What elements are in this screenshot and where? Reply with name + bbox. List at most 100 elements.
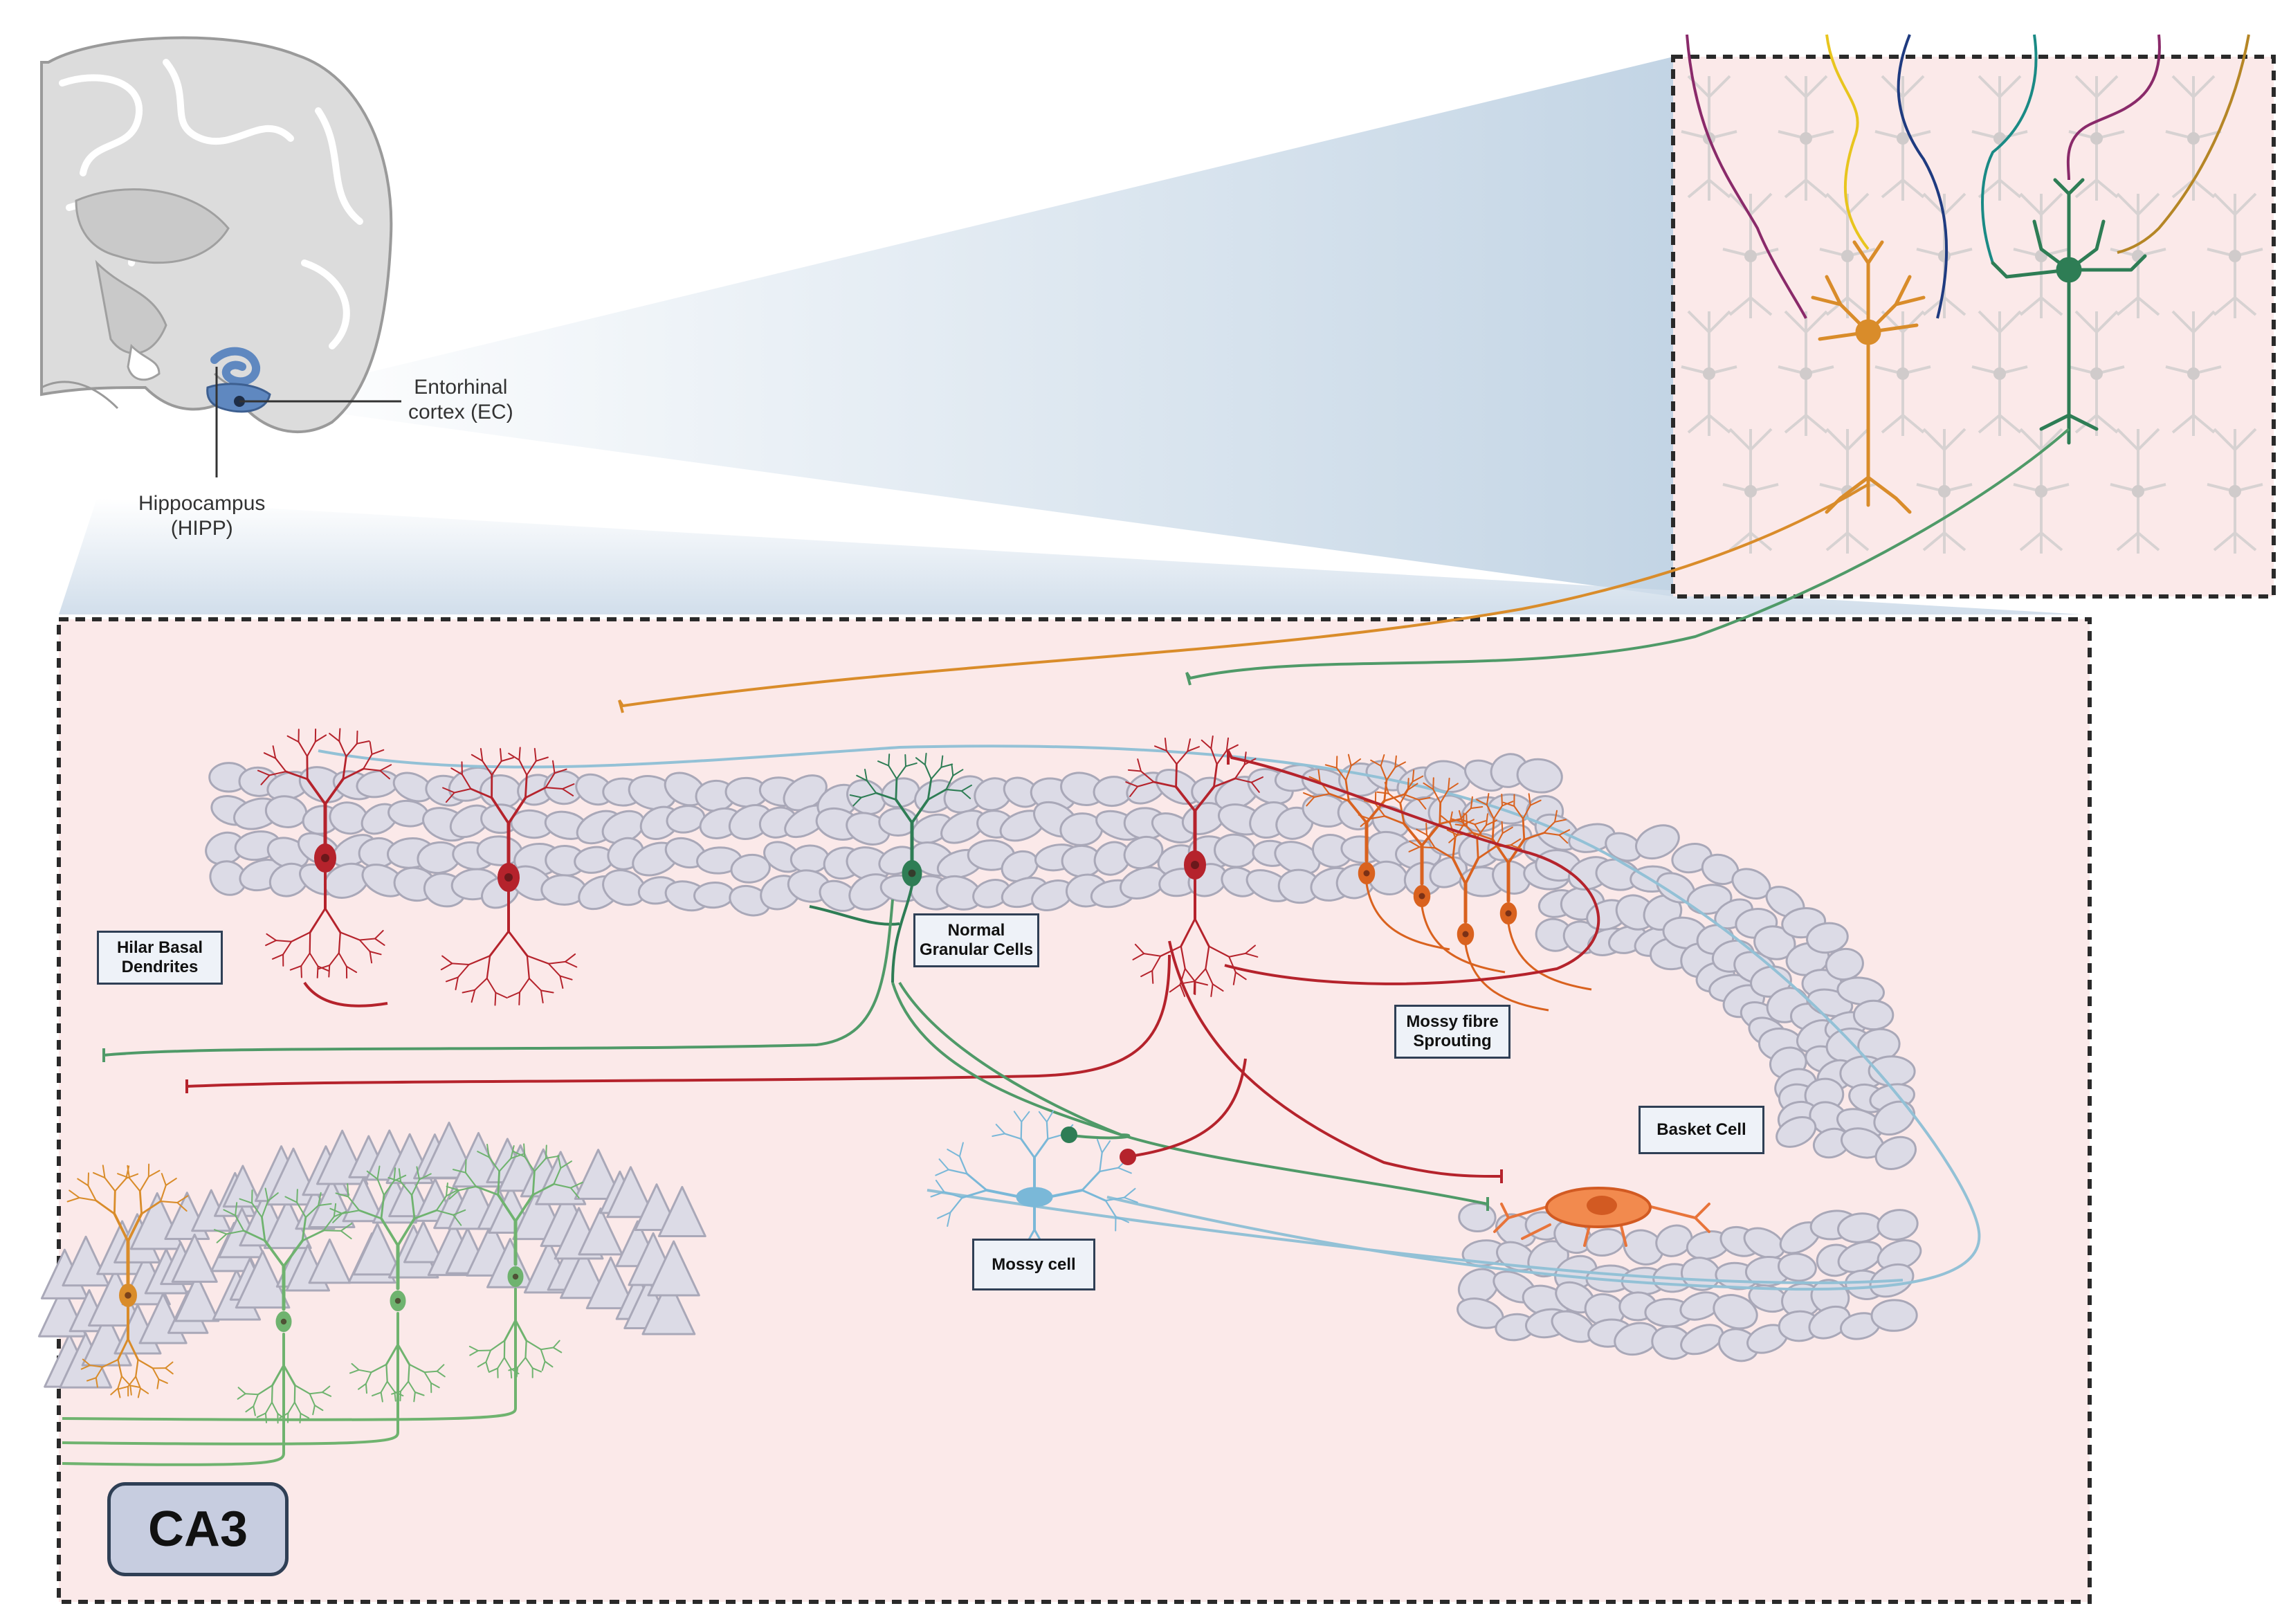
ca3-orange-neuron-basal-dendrite xyxy=(117,1338,129,1361)
faint-neuron-soma xyxy=(2229,250,2241,262)
hilar-neuron-dendrite xyxy=(1210,735,1214,749)
hilar-neuron-dendrite xyxy=(1201,739,1212,749)
hilar-neuron-basal-dendrite xyxy=(1205,968,1214,985)
granular-neuron-dendrite xyxy=(895,778,898,801)
sprouting-neuron-dendrite xyxy=(1412,775,1424,783)
hippocampus-label-line1: Hippocampus xyxy=(138,492,266,515)
granular-neuron-dendrite xyxy=(860,792,877,799)
ca3-green-neuron-basal-dendrite xyxy=(365,1383,367,1394)
mossy-cell-dendrite xyxy=(947,1169,968,1175)
mossy-cell-dendrite xyxy=(1123,1187,1136,1198)
hilar-neuron-basal-dendrite xyxy=(358,939,371,953)
sprouting-neuron-dendrite xyxy=(1407,783,1418,791)
ca3-orange-neuron-dendrite xyxy=(138,1189,143,1215)
sprouting-neuron-dendrite xyxy=(1454,823,1468,827)
hilar-neuron-dendrite xyxy=(1125,781,1139,787)
hilar-neuron-basal-dendrite xyxy=(1194,968,1207,983)
sprouting-neuron-dendrite xyxy=(1370,759,1382,767)
ca3-green-neuron-dendrite xyxy=(376,1178,385,1196)
granular-neuron-dendrite xyxy=(895,765,907,780)
granular-neuron-dendrite xyxy=(930,766,942,780)
sprouting-neuron-dendrite xyxy=(1324,764,1338,769)
hilar-neuron-dendrite xyxy=(445,792,455,803)
hilar-neuron-dendrite xyxy=(1164,738,1167,751)
sprouting-neuron-dendrite xyxy=(1306,796,1315,807)
ca3-green-neuron-basal-dendrite xyxy=(524,1340,527,1359)
granule-cell xyxy=(1458,1202,1497,1233)
faint-neuron-soma xyxy=(1993,367,2006,380)
hilar-neuron-dendrite xyxy=(562,788,574,796)
ca3-green-neuron-dendrite xyxy=(411,1178,421,1196)
hilar-neuron-dendrite xyxy=(545,772,556,789)
hilar-neuron-dendrite xyxy=(524,774,528,799)
hilar-neuron-dendrite xyxy=(1140,770,1155,783)
hilar-neuron-basal-dendrite xyxy=(345,965,358,974)
ca3-cell-layer xyxy=(37,1122,706,1389)
ca3-orange-neuron-basal-dendrite xyxy=(102,1358,119,1368)
ca3-green-neuron-dendrite xyxy=(387,1177,402,1183)
sprouting-neuron-dendrite xyxy=(1470,796,1473,810)
mossy-cell-dendrite xyxy=(930,1191,945,1198)
granular-neuron-dendrite xyxy=(888,754,891,767)
hilar-neuron-basal-dendrite xyxy=(329,952,340,967)
hilar-neuron-dendrite xyxy=(442,787,455,794)
mossy-cell-dendrite xyxy=(1021,1111,1030,1123)
ca3-green-neuron-dendrite xyxy=(497,1170,501,1196)
granule-cell xyxy=(1808,1305,1851,1340)
hilar-neuron-nucleus xyxy=(504,873,513,882)
hilar-neuron-dendrite xyxy=(1187,746,1200,752)
hilar-neuron-dendrite xyxy=(562,783,575,790)
ca3-green-neuron-basal-dendrite xyxy=(436,1364,445,1372)
hilar-neuron-basal-dendrite xyxy=(275,940,293,942)
hilar-neuron-dendrite xyxy=(1194,785,1216,812)
ca3-green-neuron-basal-dendrite xyxy=(503,1319,517,1342)
ca3-green-neuron-dendrite xyxy=(251,1202,263,1219)
hilar-neuron-dendrite xyxy=(450,767,463,776)
sprouting-neuron-dendrite xyxy=(1421,822,1441,847)
hilar-neuron-basal-dendrite xyxy=(1205,945,1210,970)
ca3-green-neuron-dendrite xyxy=(347,1196,360,1212)
ca3-orange-neuron-basal-dendrite xyxy=(129,1385,132,1396)
hilar-neuron-dendrite xyxy=(1137,781,1155,787)
mossy-cell-dendrite xyxy=(937,1212,951,1219)
ca3-green-neuron-basal-dendrite xyxy=(540,1347,554,1351)
inset-orange-projection-axon xyxy=(618,483,1870,713)
hilar-neuron-basal-dendrite xyxy=(486,955,491,980)
granule-cell xyxy=(1873,1100,1915,1136)
granular-neuron-dendrite xyxy=(904,754,906,767)
hilar-neuron-basal-dendrite xyxy=(324,907,342,933)
ca3-pyramidal-cell-body xyxy=(174,1274,220,1322)
hilar-neuron-dendrite xyxy=(508,752,520,761)
sprouting-neuron-dendrite xyxy=(1399,789,1409,804)
ca3-pyramidal-cell-body xyxy=(647,1240,700,1297)
ca3-green-neuron-basal-dendrite xyxy=(497,1357,505,1369)
dentate-gyrus-cell-layer xyxy=(205,753,1922,1362)
ca3-green-neuron-dendrite xyxy=(531,1183,555,1196)
ca3-green-neuron-dendrite xyxy=(498,1158,512,1172)
faint-neuron-branches xyxy=(1916,192,1973,316)
mossy-cell-dendrite xyxy=(1020,1138,1036,1159)
hilar-neuron-dendrite xyxy=(453,787,472,794)
sprouting-neuron-dendrite xyxy=(1448,834,1459,843)
hilar-neuron-basal-dendrite xyxy=(1140,969,1153,978)
ca3-green-neuron-basal-dendrite xyxy=(312,1405,316,1416)
granular-neuron-dendrite xyxy=(924,752,927,766)
ca3-green-neuron-dendrite xyxy=(261,1200,269,1219)
ca3-green-neuron-basal-dendrite xyxy=(400,1380,410,1392)
hilar-neuron-dendrite xyxy=(306,740,316,758)
granular-label-line1: Normal xyxy=(947,921,1005,940)
ca3-green-neuron-basal-dendrite xyxy=(245,1405,255,1413)
ca3-green-neuron-basal-dendrite xyxy=(300,1412,310,1419)
granule-cell xyxy=(730,853,771,884)
ca3-green-neuron-dendrite xyxy=(533,1157,547,1172)
mossy-cell-dendrite xyxy=(947,1149,960,1158)
ca3-orange-neuron-dendrite xyxy=(139,1176,149,1192)
ca3-green-neuron-basal-dendrite xyxy=(485,1361,490,1372)
sprouting-neuron-dendrite xyxy=(1383,815,1405,825)
granule-cell xyxy=(1874,1135,1917,1171)
ca3-orange-neuron-dendrite xyxy=(140,1200,162,1215)
sprouting-neuron-dendrite xyxy=(1459,808,1472,820)
sprouting-neuron-dendrite xyxy=(1308,776,1321,783)
ca3-orange-neuron-dendrite xyxy=(160,1201,179,1204)
ca3-green-neuron-basal-dendrite xyxy=(271,1384,273,1403)
